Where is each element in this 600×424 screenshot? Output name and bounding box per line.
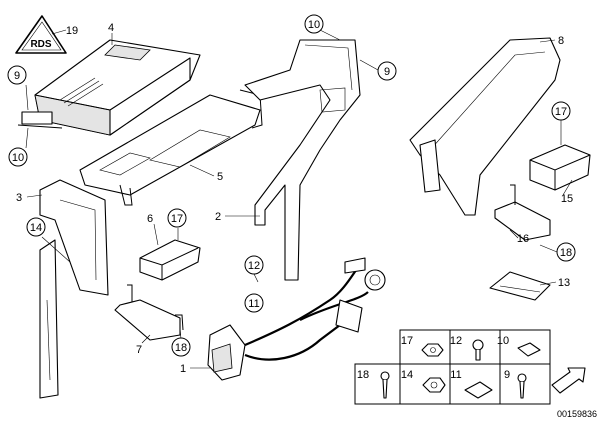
legend-label-9: 9 (504, 369, 510, 381)
callout-circle (556, 242, 576, 262)
callout-circle (171, 337, 191, 357)
bracket-part-3 (39, 179, 109, 399)
callout-label: 4 (108, 22, 114, 34)
callout-label: 17 (171, 213, 183, 225)
module-part-6 (139, 239, 201, 281)
callout-5: 5 (217, 171, 223, 183)
callout-circle (244, 293, 264, 313)
callout-9: 9 (377, 61, 397, 81)
cable-harness-part-1 (207, 257, 386, 381)
control-unit-part (17, 39, 201, 136)
callout-label: 10 (12, 152, 24, 164)
callout-18: 18 (171, 337, 191, 357)
callout-10: 10 (304, 14, 324, 34)
callout-label: 15 (561, 193, 573, 205)
callout-label: 12 (248, 260, 260, 272)
legend-label-12: 12 (450, 335, 462, 347)
callout-label: 9 (14, 70, 20, 82)
module-part-15 (529, 144, 591, 191)
callout-label: 7 (136, 344, 142, 356)
callout-label: 18 (560, 247, 572, 259)
callout-1: 1 (180, 363, 186, 375)
callout-label: 17 (555, 106, 567, 118)
pad-part-13 (489, 271, 551, 301)
legend-label-10: 10 (497, 335, 509, 347)
warning-triangle-icon: RDS (15, 15, 67, 54)
legend-label-14: 14 (401, 369, 413, 381)
callout-12: 12 (244, 255, 264, 275)
callout-circle (244, 255, 264, 275)
callout-label: 5 (217, 171, 223, 183)
callout-label: 2 (215, 211, 221, 223)
callout-2: 2 (215, 211, 221, 223)
callout-label: 1 (180, 363, 186, 375)
callout-label: 9 (384, 66, 390, 78)
legend-labels: 17 12 10 18 14 11 9 (357, 335, 510, 381)
callout-4: 4 (108, 22, 114, 34)
badge-text: RDS (30, 39, 51, 50)
callout-7: 7 (136, 344, 142, 356)
callout-label: 14 (30, 222, 42, 234)
callout-label: 3 (16, 192, 22, 204)
callout-circle (304, 14, 324, 34)
callout-label: 8 (558, 35, 564, 47)
callout-13: 13 (558, 277, 570, 289)
callout-6: 6 (147, 213, 153, 225)
callout-8: 8 (558, 35, 564, 47)
callout-label: 16 (517, 233, 529, 245)
callout-17: 17 (167, 208, 187, 228)
legend-label-17: 17 (401, 335, 413, 347)
callout-17: 17 (551, 101, 571, 121)
callout-label: 13 (558, 277, 570, 289)
leader-lines (25, 29, 573, 369)
legend-label-18: 18 (357, 369, 369, 381)
callout-19: 19 (66, 25, 78, 37)
callout-circle (7, 65, 27, 85)
callout-10: 10 (8, 147, 28, 167)
callout-18: 18 (556, 242, 576, 262)
callout-15: 15 (561, 193, 573, 205)
main-bracket-part-2 (244, 39, 361, 281)
callout-circle (167, 208, 187, 228)
bracket-part-16 (494, 184, 551, 241)
callout-16: 16 (517, 233, 529, 245)
callout-label: 10 (308, 19, 320, 31)
callout-circle (551, 101, 571, 121)
callout-label: 6 (147, 213, 153, 225)
fastener-legend (354, 329, 586, 405)
callout-9: 9 (7, 65, 27, 85)
diagram-id: 00159836 (557, 409, 597, 419)
bracket-part-8 (409, 37, 561, 216)
callout-circle (377, 61, 397, 81)
callout-label: 19 (66, 25, 78, 37)
callout-label: 18 (175, 342, 187, 354)
bracket-part-7 (114, 284, 184, 341)
legend-label-11: 11 (450, 369, 461, 381)
callout-3: 3 (16, 192, 22, 204)
callout-circle (26, 217, 46, 237)
callout-circle (8, 147, 28, 167)
callout-11: 11 (244, 293, 264, 313)
callout-14: 14 (26, 217, 46, 237)
callout-label: 11 (248, 298, 259, 310)
bracket-part-5 (79, 89, 263, 206)
